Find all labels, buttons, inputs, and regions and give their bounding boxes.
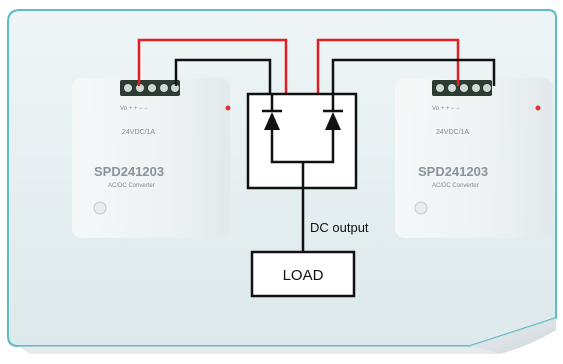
wire-right-black (331, 58, 496, 94)
wires (137, 38, 496, 94)
led-left (225, 105, 231, 111)
psu-right-rating: 24VDC/1A (436, 129, 469, 136)
power-supply-right: Vo + + − − 24VDC/1A SPD241203 AC/DC Conv… (395, 78, 553, 238)
power-supply-left: Vo + + − − 24VDC/1A SPD241203 AC/DC Conv… (72, 78, 231, 238)
adjust-knob-left (93, 201, 107, 215)
diode-left-icon (262, 109, 282, 130)
diode-right-icon (323, 109, 343, 130)
svg-text:Vo + + − −: Vo + + − − (432, 106, 460, 112)
psu-right-subtitle: AC/DC Converter (432, 183, 479, 189)
dc-output-label: DC output (310, 220, 369, 235)
load-label: LOAD (283, 267, 324, 284)
wire-left-red (137, 38, 288, 94)
psu-right-model: SPD241203 (418, 164, 488, 179)
svg-text:Vo + + − −: Vo + + − − (120, 106, 148, 112)
psu-left-rating: 24VDC/1A (122, 129, 155, 136)
wire-right-red (316, 38, 460, 94)
adjust-knob-right (414, 201, 428, 215)
led-right (535, 105, 541, 111)
diode-module (246, 92, 358, 252)
page-curl (470, 318, 556, 354)
psu-left-subtitle: AC/DC Converter (108, 183, 155, 189)
load-box: LOAD (250, 250, 356, 298)
wire-left-black (174, 58, 272, 94)
psu-left-model: SPD241203 (94, 164, 164, 179)
